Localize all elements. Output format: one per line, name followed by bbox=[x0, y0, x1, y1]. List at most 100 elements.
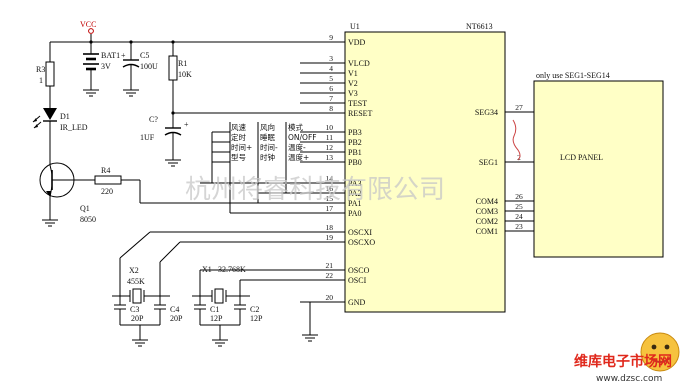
x1-ref: X1 bbox=[202, 265, 212, 274]
ic-pin-com4: COM4 bbox=[476, 197, 498, 206]
ic-pin-gnd: GND bbox=[348, 298, 366, 307]
ic-u1: U1 NT6613 9VDD3VLCD4V15V26V37TEST8RESET1… bbox=[300, 22, 523, 313]
ic-pin-number: 13 bbox=[326, 153, 334, 162]
site-logo: 维库电子市场网 www.dzsc.com bbox=[574, 332, 680, 384]
site-logo-url: www.dzsc.com bbox=[596, 374, 662, 384]
r3-ref: R3 bbox=[36, 65, 45, 74]
q1-value: 8050 bbox=[80, 215, 96, 224]
ic-pin-osco: OSCO bbox=[348, 266, 370, 275]
ic-pin-number: 11 bbox=[326, 133, 333, 142]
ic-pin-number: 19 bbox=[326, 233, 334, 242]
x1-value: 32.768K bbox=[218, 265, 246, 274]
ic-pin-number: 7 bbox=[329, 94, 333, 103]
ic-pin-number: 14 bbox=[326, 174, 334, 183]
r3-value: 1 bbox=[39, 76, 43, 85]
d1-ref: D1 bbox=[60, 112, 70, 121]
ic-pin-number: 5 bbox=[329, 74, 333, 83]
site-logo-text: 维库电子市场网 bbox=[574, 353, 672, 370]
ic-pin-pb1: PB1 bbox=[348, 148, 362, 157]
bat1-ref: BAT1 bbox=[101, 51, 120, 60]
c4-value: 20P bbox=[170, 314, 183, 323]
ic-pin-number: 20 bbox=[326, 293, 334, 302]
ic-pin-pb0: PB0 bbox=[348, 158, 362, 167]
vcc-label: VCC bbox=[80, 20, 96, 29]
key-wind-speed: 风速 bbox=[231, 123, 246, 132]
vcc-rail: VCC bbox=[50, 20, 345, 44]
ic-pin-osci: OSCI bbox=[348, 276, 367, 285]
ic-pin-com2: COM2 bbox=[476, 217, 498, 226]
c2-value: 12P bbox=[250, 314, 263, 323]
svg-text:+: + bbox=[121, 51, 126, 60]
ic-left-pins: 9VDD3VLCD4V15V26V37TEST8RESET10PB311PB21… bbox=[300, 33, 375, 307]
transistor-q1: Q1 8050 bbox=[39, 162, 96, 227]
ic-pin-number: 24 bbox=[515, 212, 523, 221]
c3-ref: C3 bbox=[130, 305, 139, 314]
r4-ref: R4 bbox=[101, 166, 110, 175]
key-temp-plus: 温度+ bbox=[288, 152, 309, 162]
ic-pin-number: 9 bbox=[329, 33, 333, 42]
ic-pin-number: 17 bbox=[326, 204, 334, 213]
ic-pin-number: 27 bbox=[515, 103, 523, 112]
ic-pin-number: 6 bbox=[329, 84, 333, 93]
creset-value: 1UF bbox=[140, 133, 155, 142]
ic-pin-oscxo: OSCXO bbox=[348, 238, 375, 247]
key-matrix: 风速 风向 模式 定时 睡眠 ON/OFF 时间+ 时间- 温度- 型号 时钟 … bbox=[200, 122, 345, 214]
ic-pin-number: 26 bbox=[515, 192, 523, 201]
lcd-title: LCD PANEL bbox=[560, 153, 603, 162]
capacitor-reset: + C? 1UF bbox=[140, 113, 189, 167]
creset-ref: C? bbox=[149, 115, 158, 124]
c2-ref: C2 bbox=[250, 305, 259, 314]
capacitor-c5: + C5 100U bbox=[121, 42, 158, 97]
r1-ref: R1 bbox=[178, 59, 187, 68]
ic-pin-pb2: PB2 bbox=[348, 138, 362, 147]
ic-pin-pa1: PA1 bbox=[348, 199, 362, 208]
svg-text:+: + bbox=[184, 120, 189, 129]
key-temp-minus: 温度- bbox=[288, 142, 306, 152]
lcd-note: only use SEG1-SEG14 bbox=[536, 71, 610, 80]
ic-pin-seg34: SEG34 bbox=[475, 108, 498, 117]
crystal-x1-network: X1 32.768K C1 12P C2 12P bbox=[192, 265, 345, 347]
key-on-off: ON/OFF bbox=[288, 133, 317, 142]
watermark-text: 杭州将睿科技有限公司 bbox=[185, 175, 445, 205]
ic-pin-reset: RESET bbox=[348, 109, 373, 118]
ic-pin-number: 21 bbox=[326, 261, 334, 270]
x2-value: 455K bbox=[127, 277, 145, 286]
ic-pin-v1: V1 bbox=[348, 69, 358, 78]
c1-value: 12P bbox=[210, 314, 223, 323]
c4-ref: C4 bbox=[170, 305, 179, 314]
ic-pin-number: 23 bbox=[515, 222, 523, 231]
resistor-r3: R3 1 bbox=[36, 42, 55, 108]
ic-ref: U1 bbox=[350, 22, 360, 31]
key-timer: 定时 bbox=[231, 132, 246, 142]
diode-d1: D1 IR_LED bbox=[32, 108, 88, 165]
ic-pin-seg1: SEG1 bbox=[479, 158, 498, 167]
lcd-panel: only use SEG1-SEG14 LCD PANEL bbox=[505, 71, 664, 258]
ic-pin-number: 22 bbox=[326, 271, 334, 280]
c1-ref: C1 bbox=[210, 305, 219, 314]
q1-ref: Q1 bbox=[80, 204, 90, 213]
x2-ref: X2 bbox=[129, 266, 139, 275]
ic-pin-com3: COM3 bbox=[476, 207, 498, 216]
resistor-r1: R1 10K bbox=[168, 42, 345, 115]
c3-value: 20P bbox=[131, 314, 144, 323]
c5-ref: C5 bbox=[140, 51, 149, 60]
ic-pin-v3: V3 bbox=[348, 89, 358, 98]
ic-pin-vdd: VDD bbox=[348, 38, 366, 47]
ic-pin-number: 18 bbox=[326, 223, 334, 232]
ic-pin-number: 8 bbox=[329, 104, 333, 113]
key-clock: 时钟 bbox=[260, 152, 275, 162]
ic-pin-number: 25 bbox=[515, 202, 523, 211]
key-sleep: 睡眠 bbox=[260, 133, 275, 142]
ic-pin-number: 16 bbox=[326, 184, 334, 193]
ic-pin-pa3: PA3 bbox=[348, 179, 362, 188]
ic-part: NT6613 bbox=[466, 22, 493, 31]
r1-value: 10K bbox=[178, 70, 192, 79]
key-time-plus: 时间+ bbox=[231, 142, 252, 152]
ic-pin-com1: COM1 bbox=[476, 227, 498, 236]
ic-pin-pa2: PA2 bbox=[348, 189, 362, 198]
ic-pin-v2: V2 bbox=[348, 79, 358, 88]
ic-pin-vlcd: VLCD bbox=[348, 59, 370, 68]
